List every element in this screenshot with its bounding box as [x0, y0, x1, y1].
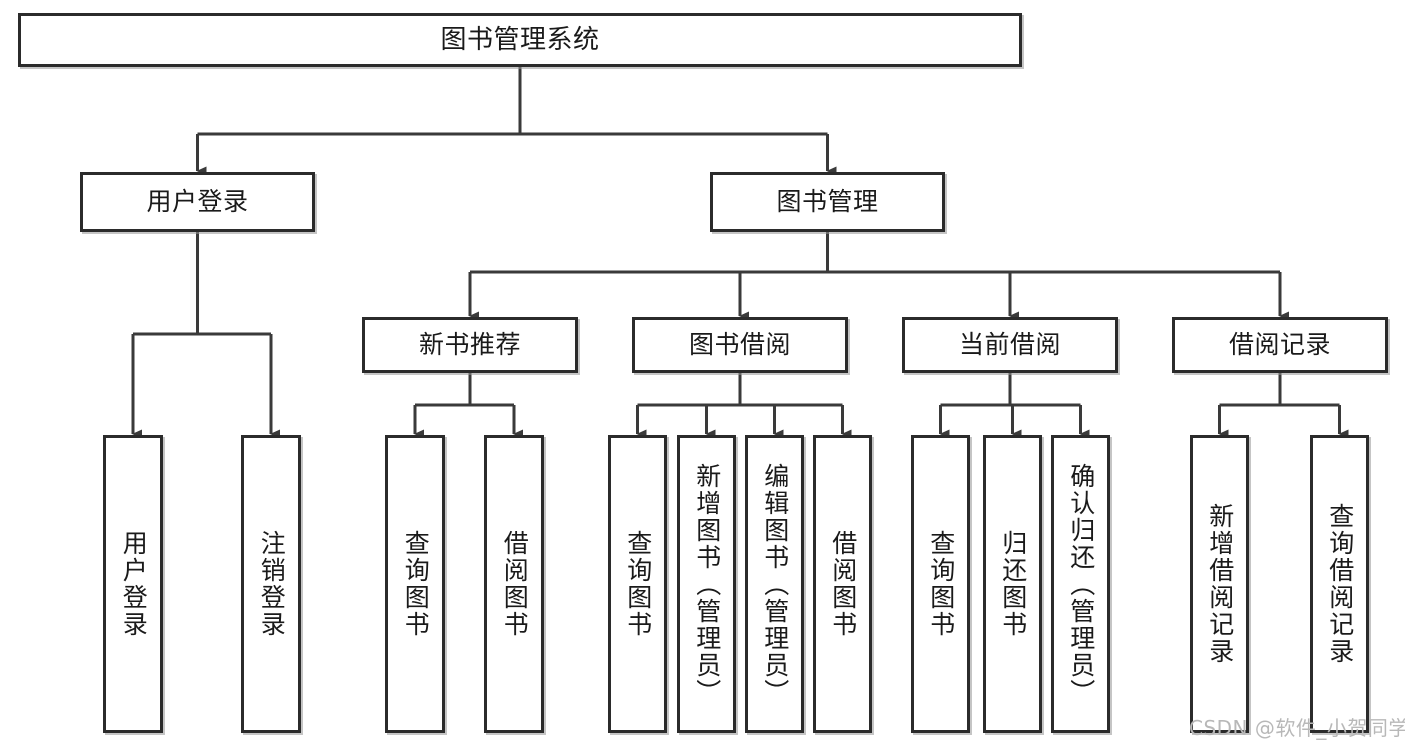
leaf-leaf-add-book[interactable]: 新增图书（管理员）: [677, 435, 736, 733]
node-label: 查询图书: [926, 530, 956, 638]
node-label: 查询图书: [401, 530, 431, 638]
node-label: 确认归还（管理员）: [1066, 462, 1096, 706]
node-label: 用户登录: [119, 530, 149, 638]
node-new-book-recommend[interactable]: 新书推荐: [362, 317, 578, 373]
node-borrow-record[interactable]: 借阅记录: [1172, 317, 1388, 373]
leaf-leaf-query-book-cur[interactable]: 查询图书: [911, 435, 970, 733]
leaf-leaf-borrow-book-rec[interactable]: 借阅图书: [484, 435, 544, 733]
node-label: 查询借阅记录: [1325, 503, 1355, 665]
node-user-login[interactable]: 用户登录: [80, 172, 315, 232]
node-label: 编辑图书（管理员）: [760, 462, 790, 706]
node-label: 借阅图书: [500, 530, 530, 638]
node-label: 图书管理系统: [440, 24, 600, 55]
leaf-leaf-query-record[interactable]: 查询借阅记录: [1310, 435, 1369, 733]
node-label: 新书推荐: [418, 330, 521, 360]
node-label: 用户登录: [146, 187, 249, 217]
leaf-leaf-logout[interactable]: 注销登录: [241, 435, 301, 733]
node-label: 借阅记录: [1228, 330, 1331, 360]
node-label: 新增图书（管理员）: [692, 462, 722, 706]
node-book-borrow[interactable]: 图书借阅: [632, 317, 848, 373]
node-label: 查询图书: [623, 530, 653, 638]
leaf-leaf-edit-book[interactable]: 编辑图书（管理员）: [745, 435, 804, 733]
node-label: 归还图书: [998, 530, 1028, 638]
leaf-leaf-user-login[interactable]: 用户登录: [103, 435, 163, 733]
leaf-leaf-query-book-borrow[interactable]: 查询图书: [608, 435, 667, 733]
csdn-watermark: CSDN @软件_小贺同学: [1189, 716, 1405, 740]
leaf-leaf-borrow-book[interactable]: 借阅图书: [813, 435, 872, 733]
node-label: 注销登录: [257, 530, 287, 638]
node-label: 借阅图书: [828, 530, 858, 638]
node-label: 当前借阅: [958, 330, 1061, 360]
leaf-leaf-return-book[interactable]: 归还图书: [983, 435, 1042, 733]
node-root-system[interactable]: 图书管理系统: [18, 13, 1022, 67]
leaf-leaf-add-record[interactable]: 新增借阅记录: [1190, 435, 1249, 733]
node-label: 图书管理: [776, 187, 879, 217]
node-current-borrow[interactable]: 当前借阅: [902, 317, 1118, 373]
leaf-leaf-query-book-rec[interactable]: 查询图书: [385, 435, 445, 733]
node-label: 图书借阅: [688, 330, 791, 360]
node-label: 新增借阅记录: [1205, 503, 1235, 665]
leaf-leaf-confirm-return[interactable]: 确认归还（管理员）: [1051, 435, 1110, 733]
node-book-manage[interactable]: 图书管理: [710, 172, 945, 232]
